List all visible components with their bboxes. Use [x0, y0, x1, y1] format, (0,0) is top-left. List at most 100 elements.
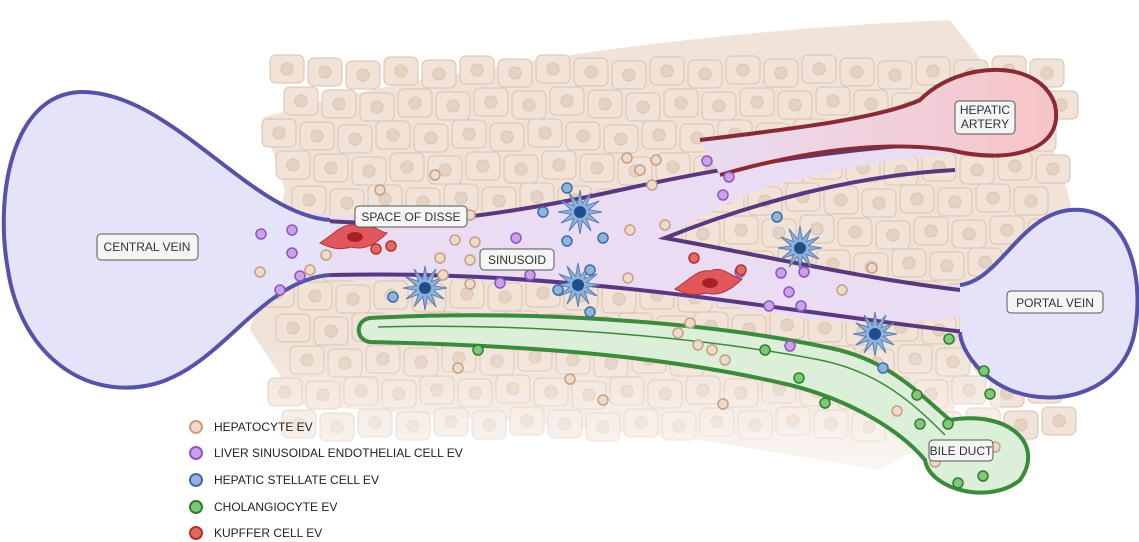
- hepatocyte: [262, 119, 296, 147]
- ev-dot: [720, 355, 730, 365]
- svg-text:ARTERY: ARTERY: [961, 117, 1009, 131]
- hepatocyte: [346, 61, 380, 89]
- ev-dot: [673, 328, 683, 338]
- hepatocyte: [338, 125, 372, 153]
- ev-dot: [371, 244, 381, 254]
- hepatocyte: [376, 121, 410, 149]
- hepatocyte: [960, 156, 994, 184]
- ev-dot: [585, 307, 595, 317]
- hepatocyte: [384, 57, 418, 85]
- hepatocyte: [930, 252, 964, 280]
- ev-dot: [685, 318, 695, 328]
- ev-dot: [985, 389, 995, 399]
- hepatocyte: [612, 61, 646, 89]
- ev-dot: [979, 366, 989, 376]
- space-of-disse-label: SPACE OF DISSE: [355, 206, 467, 227]
- ev-dot: [776, 268, 786, 278]
- ev-dot: [470, 237, 480, 247]
- ev-dot: [465, 255, 475, 265]
- hepatocyte: [878, 61, 912, 89]
- legend-swatch: [190, 527, 202, 539]
- hepatocyte: [436, 92, 470, 120]
- ev-dot: [511, 233, 521, 243]
- ev-dot: [724, 172, 734, 182]
- hepatocyte: [542, 151, 576, 179]
- hepatocyte: [300, 122, 334, 150]
- hepatocyte: [626, 93, 660, 121]
- hepatocyte: [952, 220, 986, 248]
- hepatocyte: [778, 91, 812, 119]
- ev-dot: [553, 285, 563, 295]
- hepatocyte: [504, 155, 538, 183]
- portal-vein-label: PORTAL VEIN: [1007, 291, 1103, 313]
- ev-dot: [635, 165, 645, 175]
- hepatocyte: [322, 90, 356, 118]
- ev-dot: [892, 406, 902, 416]
- ev-dot: [623, 273, 633, 283]
- hepatocyte: [802, 55, 836, 83]
- ev-dot: [915, 419, 925, 429]
- svg-text:HEPATIC: HEPATIC: [960, 103, 1011, 117]
- hepatocyte: [490, 123, 524, 151]
- ev-dot: [760, 345, 770, 355]
- bile-duct-label: BILE DUCT: [929, 440, 993, 461]
- ev-dot: [287, 225, 297, 235]
- svg-text:HEPATOCYTE EV: HEPATOCYTE EV: [214, 420, 313, 434]
- ev-dot: [386, 241, 396, 251]
- hepatocyte: [900, 185, 934, 213]
- ev-dot: [565, 374, 575, 384]
- ev-dot: [495, 278, 505, 288]
- ev-dot: [430, 170, 440, 180]
- legend-item-kupffer-ev: KUPFFER CELL EV: [190, 526, 322, 540]
- ev-dot: [647, 180, 657, 190]
- hepatocyte: [422, 60, 456, 88]
- ev-dot: [799, 267, 809, 277]
- ev-dot: [796, 301, 806, 311]
- hepatocyte: [414, 124, 448, 152]
- hepatocyte: [270, 55, 304, 83]
- ev-dot: [718, 190, 728, 200]
- legend-swatch: [190, 474, 202, 486]
- legend-item-cholangiocyte-ev: CHOLANGIOCYTE EV: [190, 500, 337, 514]
- ev-dot: [736, 265, 746, 275]
- hepatocyte: [352, 157, 386, 185]
- hepatocyte: [284, 87, 318, 115]
- ev-dot: [287, 248, 297, 258]
- svg-text:SPACE OF DISSE: SPACE OF DISSE: [361, 210, 460, 224]
- ev-dot: [978, 471, 988, 481]
- hepatocyte: [314, 317, 348, 345]
- hepatocyte: [1014, 187, 1048, 215]
- hepatocyte: [574, 58, 608, 86]
- hepatocyte: [922, 153, 956, 181]
- hepatocyte: [740, 88, 774, 116]
- sinusoid-label: SINUSOID: [480, 249, 554, 270]
- hepatocyte: [460, 56, 494, 84]
- ev-dot: [256, 229, 266, 239]
- legend-swatch: [190, 421, 202, 433]
- ev-dot: [473, 345, 483, 355]
- hepatocyte: [840, 58, 874, 86]
- hepatocyte: [566, 122, 600, 150]
- legend-item-hepatocyte-ev: HEPATOCYTE EV: [190, 420, 313, 434]
- ev-dot: [598, 395, 608, 405]
- ev-dot: [562, 236, 572, 246]
- svg-text:PORTAL VEIN: PORTAL VEIN: [1016, 296, 1094, 310]
- central-vein-label: CENTRAL VEIN: [97, 234, 198, 260]
- ev-dot: [465, 279, 475, 289]
- hepatocyte: [726, 56, 760, 84]
- ev-dot: [689, 253, 699, 263]
- ev-dot: [388, 292, 398, 302]
- ev-dot: [598, 233, 608, 243]
- hepatocyte: [838, 218, 872, 246]
- hepatocyte: [466, 152, 500, 180]
- svg-text:BILE DUCT: BILE DUCT: [930, 444, 993, 458]
- hepatocyte: [390, 153, 424, 181]
- hepatocyte: [536, 55, 570, 83]
- ev-dot: [538, 207, 548, 217]
- hepatocyte: [550, 87, 584, 115]
- hepatocyte: [604, 125, 638, 153]
- ev-dot: [438, 270, 448, 280]
- svg-text:SINUSOID: SINUSOID: [488, 253, 546, 267]
- ev-dot: [693, 340, 703, 350]
- hepatocyte: [298, 282, 332, 310]
